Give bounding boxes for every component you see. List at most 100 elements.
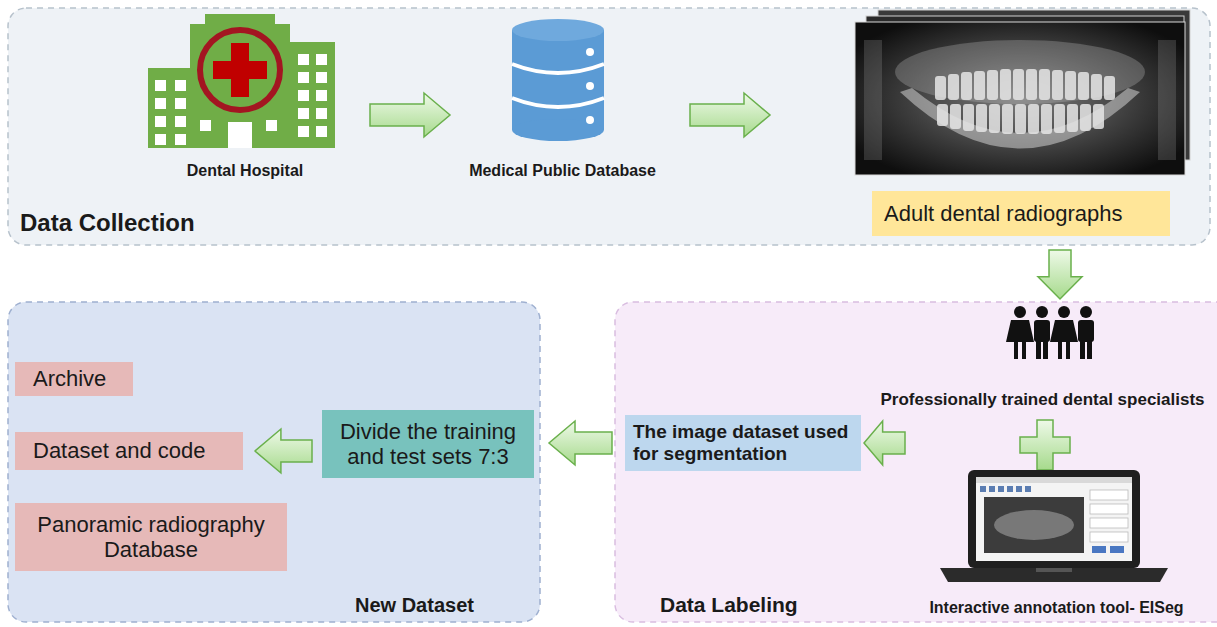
hospital-icon xyxy=(190,24,290,148)
panel-ground xyxy=(8,8,1217,622)
laptop-icon xyxy=(1090,490,1128,500)
panel-ground xyxy=(8,8,1210,245)
icon-node: Medical Public Database xyxy=(460,14,665,184)
box-label: Dataset and code xyxy=(33,438,205,463)
image-node: Adult dental radiographs xyxy=(848,8,1200,240)
laptop-icon xyxy=(994,510,1074,540)
icon-node: Interactive annotation tool- EISeg xyxy=(908,425,1205,620)
hospital-icon xyxy=(298,54,309,65)
radiograph-image xyxy=(935,69,1115,134)
laptop-icon xyxy=(1007,486,1013,492)
panel-region: New Dataset ArchiveDataset and codePanora… xyxy=(8,302,540,622)
hospital-icon xyxy=(200,30,280,110)
panel-region: Data Collection Dental Hospital Medical Pu… xyxy=(8,8,1210,245)
icon-caption: Interactive annotation tool- EISeg xyxy=(929,599,1183,617)
laptop-icon xyxy=(1036,568,1072,572)
process-box: Archive xyxy=(15,362,133,396)
radiograph-image xyxy=(961,72,972,100)
hospital-icon xyxy=(213,61,267,79)
panel-title: Data Collection xyxy=(20,209,195,237)
radiograph-image xyxy=(1026,69,1037,100)
radiograph-image xyxy=(864,40,882,160)
process-box: Divide the training and test sets 7:3 xyxy=(322,410,534,478)
radiograph-image xyxy=(1158,40,1176,160)
laptop-icon xyxy=(989,486,995,492)
hospital-icon xyxy=(266,120,277,131)
hospital-icon xyxy=(175,98,186,109)
people-icon xyxy=(1036,340,1041,359)
hospital-icon xyxy=(148,14,335,148)
hospital-icon xyxy=(298,108,309,119)
radiograph-image xyxy=(1104,76,1115,100)
laptop-icon xyxy=(1025,486,1031,492)
database-icon xyxy=(586,116,594,124)
radiograph-image xyxy=(963,104,974,131)
icon-node: Professionally trained dental specialist… xyxy=(870,304,1215,412)
box-label: Divide the training and test sets 7:3 xyxy=(330,419,526,470)
radiograph-image xyxy=(1065,71,1076,100)
radiograph-image xyxy=(976,104,987,132)
hospital-icon xyxy=(316,54,327,65)
block-arrow xyxy=(864,421,905,465)
radiograph-image xyxy=(1015,104,1026,134)
radiograph-image xyxy=(855,10,1190,175)
people-icon xyxy=(1034,320,1050,342)
laptop-icon xyxy=(998,486,1004,492)
database-icon xyxy=(586,82,594,90)
people-icon xyxy=(1014,306,1026,318)
people-icon xyxy=(1006,306,1094,359)
panel-region: Data Labeling Professionally trained dent… xyxy=(615,302,1217,622)
radiograph-image xyxy=(1067,104,1078,132)
database-icon xyxy=(586,48,594,56)
hospital-icon xyxy=(155,98,166,109)
radiograph-image xyxy=(1052,70,1063,100)
people-icon xyxy=(1080,340,1085,359)
radiograph-image xyxy=(1054,104,1065,133)
radiograph-image xyxy=(1002,104,1013,134)
panel-title: New Dataset xyxy=(355,594,474,617)
laptop-icon xyxy=(940,470,1168,582)
panel-ground xyxy=(8,302,540,622)
radiograph-image xyxy=(950,104,961,129)
block-arrow xyxy=(370,93,450,137)
block-arrow xyxy=(255,429,312,473)
icon-node: Dental Hospital xyxy=(140,14,350,184)
radiograph-image xyxy=(895,40,1145,104)
database-icon xyxy=(512,98,604,107)
block-arrow xyxy=(690,93,770,137)
database-icon xyxy=(512,64,604,73)
hospital-icon xyxy=(316,72,327,83)
radiograph-image xyxy=(1000,69,1011,100)
laptop-icon xyxy=(976,477,1132,483)
people-icon xyxy=(1087,340,1092,359)
box-label: Archive xyxy=(33,366,106,391)
laptop-icon xyxy=(980,486,1031,492)
people-icon xyxy=(1043,340,1048,359)
process-box: Panoramic radiography Database xyxy=(15,503,287,571)
radiograph-image xyxy=(1093,104,1104,129)
hospital-icon xyxy=(200,120,211,131)
process-box: Dataset and code xyxy=(15,432,243,470)
laptop-icon xyxy=(1110,546,1124,553)
people-icon xyxy=(1066,342,1070,359)
block-arrow xyxy=(549,421,612,465)
hospital-icon xyxy=(316,126,327,137)
panel-title: Data Labeling xyxy=(660,593,798,617)
laptop-icon xyxy=(1090,532,1128,542)
hospital-icon xyxy=(290,42,335,148)
laptop-icon xyxy=(1016,486,1022,492)
radiograph-image xyxy=(974,71,985,100)
laptop-icon xyxy=(976,477,1132,561)
radiograph-image xyxy=(1028,104,1039,134)
hospital-icon xyxy=(175,116,186,127)
radiograph-image xyxy=(855,22,1185,175)
people-icon xyxy=(1080,306,1092,318)
box-label: The image dataset used for segmentation xyxy=(633,421,853,465)
people-icon xyxy=(1006,320,1034,342)
people-icon xyxy=(1058,342,1062,359)
icon-caption: Professionally trained dental specialist… xyxy=(880,390,1204,410)
radiograph-image xyxy=(987,70,998,100)
laptop-icon xyxy=(984,497,1084,553)
hospital-icon xyxy=(228,122,252,148)
people-icon xyxy=(1050,320,1078,342)
